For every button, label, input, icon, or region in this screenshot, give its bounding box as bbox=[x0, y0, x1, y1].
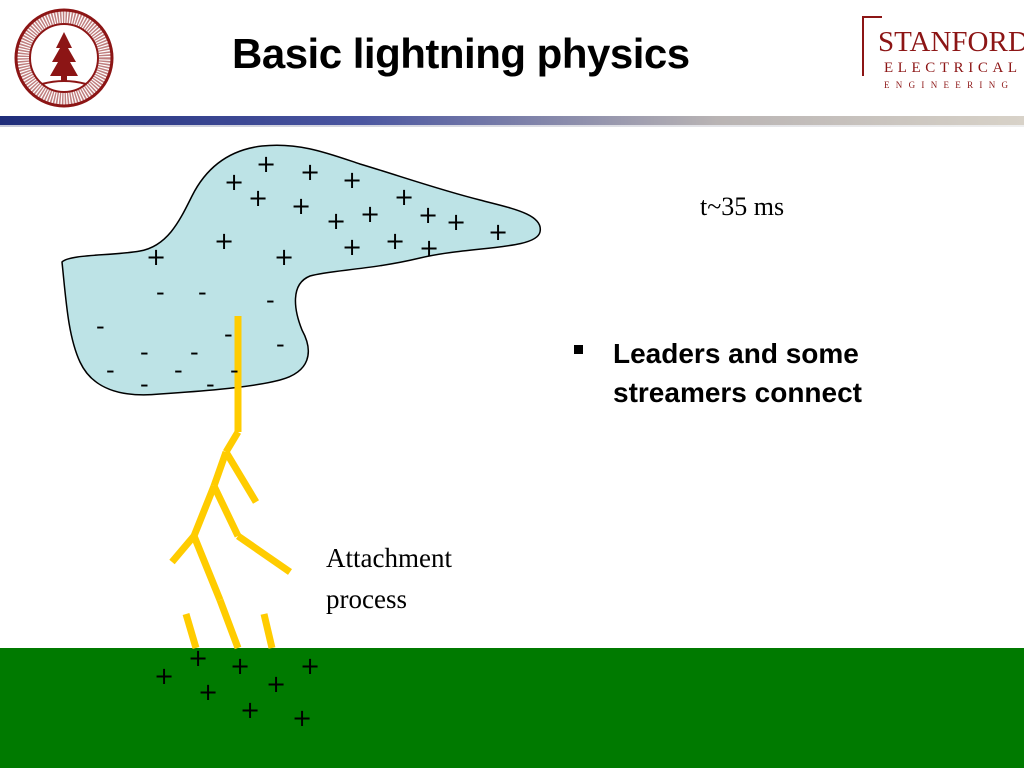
cloud-plus: + bbox=[224, 168, 244, 196]
ground-plus: + bbox=[154, 662, 174, 690]
cloud-plus: + bbox=[300, 158, 320, 186]
cloud-positive-charges: + + + + + + + + + + + + + + + + + + bbox=[146, 150, 508, 271]
cloud-plus: + bbox=[488, 218, 508, 246]
cloud-minus: - bbox=[230, 356, 239, 384]
cloud-plus: + bbox=[326, 207, 346, 235]
cloud-plus: + bbox=[214, 227, 234, 255]
ground-plus: + bbox=[266, 670, 286, 698]
ground-plus: + bbox=[292, 704, 312, 732]
stanford-seal-logo bbox=[14, 8, 114, 108]
lightning-bolt bbox=[169, 316, 292, 650]
logo-word-engineering: ENGINEERING bbox=[884, 80, 1015, 90]
cloud-plus: + bbox=[248, 184, 268, 212]
cloud-minus: - bbox=[224, 320, 233, 348]
bullet-line: streamers connect bbox=[613, 377, 863, 408]
cloud-plus: + bbox=[342, 233, 362, 261]
ground bbox=[0, 648, 1024, 768]
ground-positive-charges: + + + + + + + + bbox=[154, 644, 320, 732]
cloud-minus: - bbox=[174, 356, 183, 384]
cloud-plus: + bbox=[394, 183, 414, 211]
cloud-plus: + bbox=[360, 200, 380, 228]
logo-bracket bbox=[862, 16, 882, 76]
ground-plus: + bbox=[240, 696, 260, 724]
time-label: t~35 ms bbox=[700, 192, 785, 221]
ground-plus: + bbox=[188, 644, 208, 672]
bullet-square-icon bbox=[574, 345, 583, 354]
cloud-minus: - bbox=[140, 370, 149, 398]
cloud-plus: + bbox=[274, 243, 294, 271]
header-divider-shadow bbox=[0, 125, 1024, 127]
cloud-plus: + bbox=[385, 227, 405, 255]
attachment-process-label: Attachment process bbox=[326, 538, 526, 620]
cloud-minus: - bbox=[96, 312, 105, 340]
cloud-plus: + bbox=[146, 243, 166, 271]
logo-word-electrical: ELECTRICAL bbox=[884, 60, 1022, 76]
header-divider bbox=[0, 116, 1024, 125]
cloud-minus: - bbox=[276, 330, 285, 358]
ground-plus: + bbox=[198, 678, 218, 706]
attachment-label-line: Attachment bbox=[326, 543, 452, 573]
bullet-line: Leaders and some bbox=[613, 338, 859, 369]
slide-title: Basic lightning physics bbox=[232, 30, 690, 77]
cloud-minus: - bbox=[156, 278, 165, 306]
cloud-plus: + bbox=[419, 234, 439, 262]
cloud-plus: + bbox=[418, 201, 438, 229]
bullet-list: Leaders and some streamers connect bbox=[574, 334, 974, 412]
cloud-plus: + bbox=[446, 208, 466, 236]
cloud-minus: - bbox=[206, 370, 215, 398]
cloud-plus: + bbox=[291, 192, 311, 220]
stanford-ee-logo: STANFORD ELECTRICAL ENGINEERING bbox=[858, 16, 1024, 96]
logo-word-stanford: STANFORD bbox=[878, 26, 1024, 58]
cloud-minus: - bbox=[190, 338, 199, 366]
cloud-negative-charges: - - - - - - - - - - - - - bbox=[96, 278, 285, 398]
cloud-plus: + bbox=[342, 166, 362, 194]
thundercloud bbox=[61, 144, 541, 396]
ground-plus: + bbox=[300, 652, 320, 680]
cloud-plus: + bbox=[256, 150, 276, 178]
cloud-minus: - bbox=[140, 338, 149, 366]
attachment-label-line: process bbox=[326, 584, 407, 614]
cloud-minus: - bbox=[198, 278, 207, 306]
ground-plus: + bbox=[230, 652, 250, 680]
cloud-minus: - bbox=[266, 286, 275, 314]
cloud-minus: - bbox=[106, 356, 115, 384]
